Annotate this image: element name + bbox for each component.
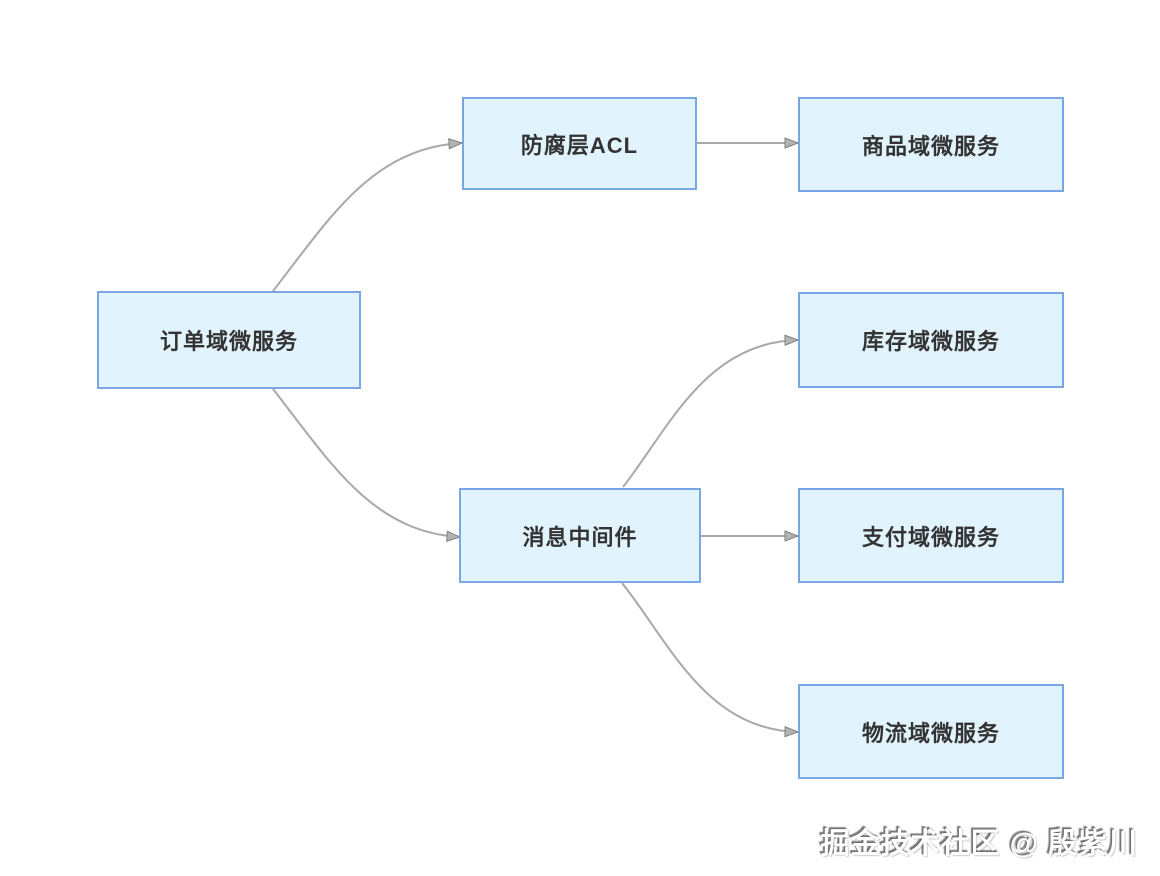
edge-message-to-inventory [622, 334, 800, 488]
node-message-middleware-label: 消息中间件 [522, 524, 638, 550]
node-payment-domain: 支付域微服务 [798, 488, 1064, 583]
node-logistics-domain-label: 物流域微服务 [861, 720, 1000, 746]
node-anticorruption-layer-label: 防腐层ACL [520, 132, 639, 158]
node-payment-domain-label: 支付域微服务 [861, 524, 1000, 550]
watermark: 掘金技术社区 @ 殷紫川 [820, 828, 1138, 860]
node-product-domain-label: 商品域微服务 [861, 133, 1000, 159]
edge-order-to-acl [272, 138, 464, 292]
node-message-middleware: 消息中间件 [459, 488, 701, 583]
node-anticorruption-layer: 防腐层ACL [462, 97, 697, 190]
edge-order-to-message [272, 388, 462, 542]
node-order-domain-label: 订单域微服务 [159, 329, 298, 354]
node-logistics-domain: 物流域微服务 [798, 684, 1064, 779]
node-inventory-domain: 库存域微服务 [798, 292, 1064, 388]
node-order-domain: 订单域微服务 [97, 291, 361, 389]
node-inventory-domain-label: 库存域微服务 [861, 329, 1000, 354]
edge-message-to-logistics [621, 582, 800, 738]
node-product-domain: 商品域微服务 [798, 97, 1064, 192]
